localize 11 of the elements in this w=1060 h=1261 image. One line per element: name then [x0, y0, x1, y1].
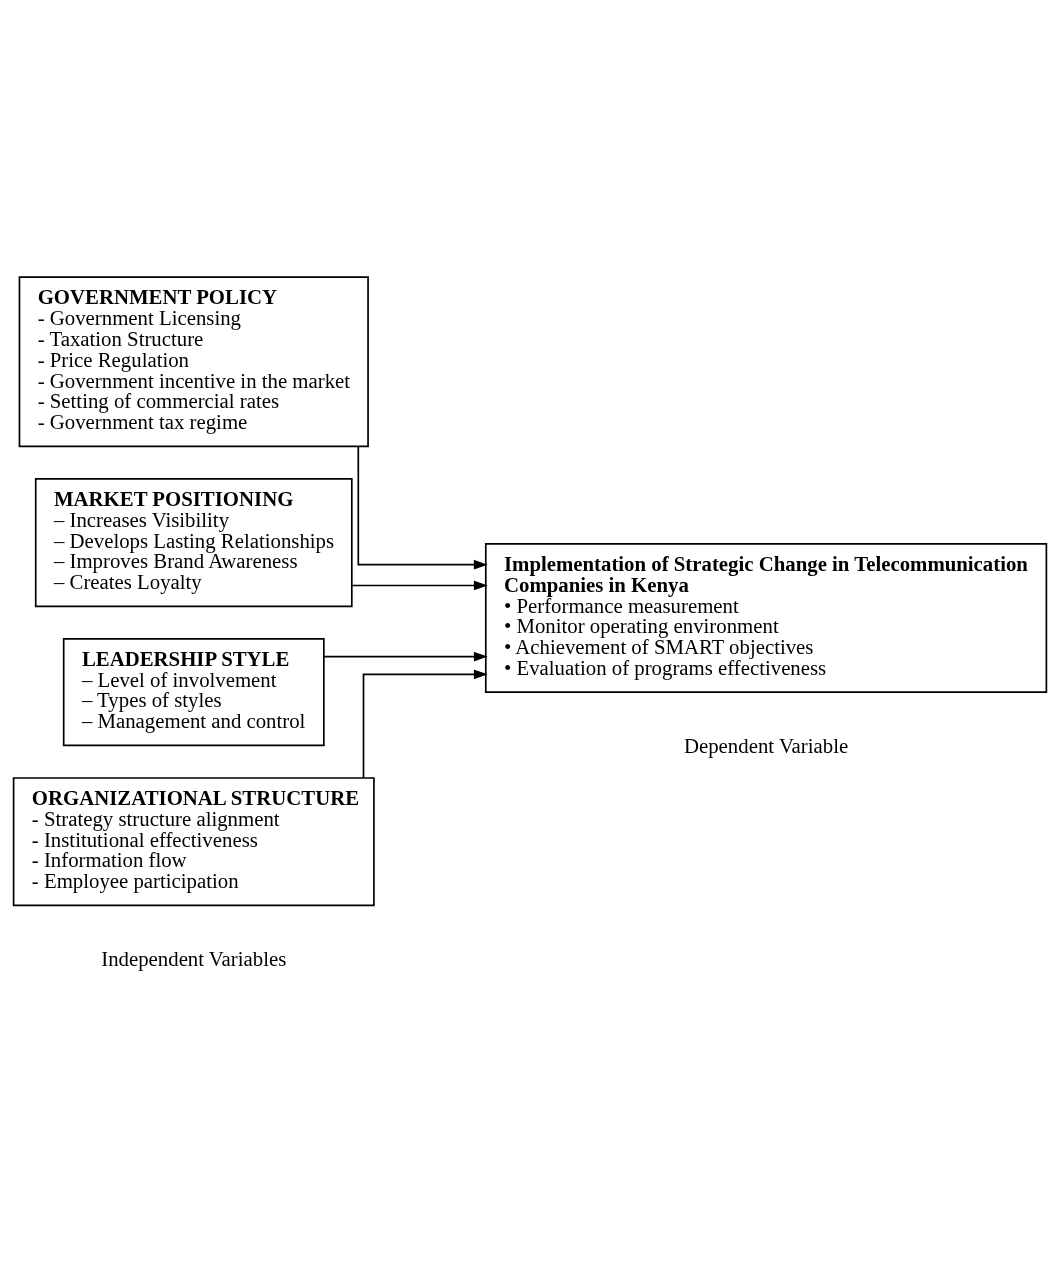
node-box: Implementation of Strategic Change in Telecommunication Companies in Kenya • Performance measurement • Monitor operating environment • Achievement of SMART objectives • Evaluation of programs effectiveness: [484, 542, 1048, 693]
label: Dependent Variable: [683, 733, 849, 758]
node-box: GOVERNMENT POLICY - Government Licensing - Taxation Structure - Price Regulation - Government incentive in the market - Setting of commercial rates - Government tax regime: [18, 275, 369, 447]
node-box: LEADERSHIP STYLE – Level of involvement – Types of styles – Management and control: [62, 637, 325, 746]
node-box: MARKET POSITIONING – Increases Visibility – Develops Lasting Relationships – Improves Brand Awareness – Creates Loyalty: [34, 477, 353, 607]
label: Independent Variables: [101, 946, 287, 971]
arrow: [362, 669, 488, 779]
arrow: [350, 580, 488, 590]
node-box: ORGANIZATIONAL STRUCTURE - Strategy structure alignment - Institutional effectiveness - Information flow - Employee participation: [12, 776, 375, 906]
arrow: [357, 445, 488, 569]
arrow: [323, 651, 488, 661]
